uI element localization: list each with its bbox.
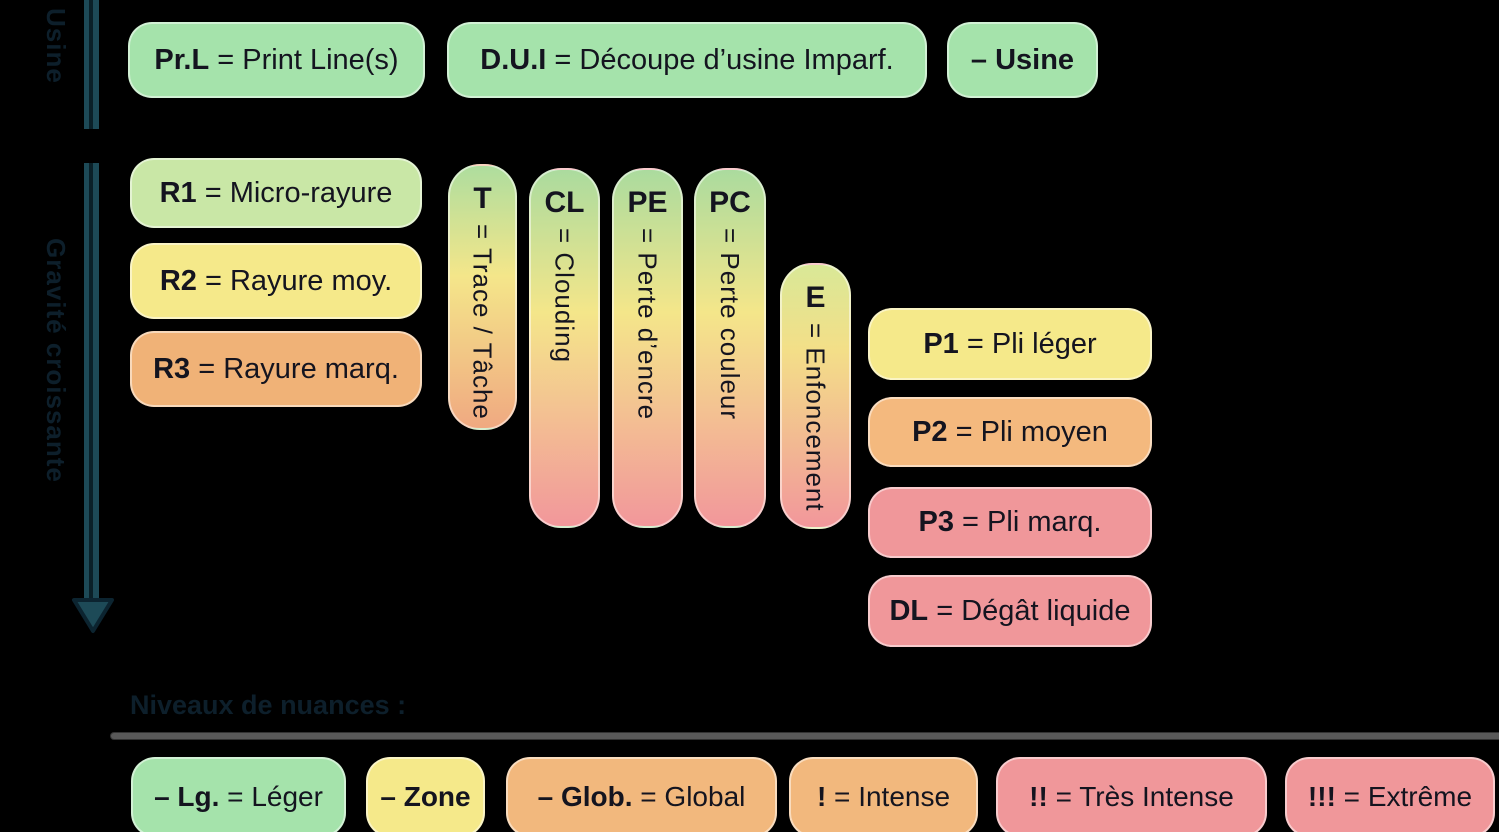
badge-desc: = Pli léger — [958, 327, 1097, 360]
badge-desc: = Pli marq. — [954, 506, 1102, 538]
nuances-heading: Niveaux de nuances : — [130, 690, 407, 720]
badge-desc: = Léger — [219, 781, 323, 812]
arrow-down-icon — [72, 598, 114, 633]
pill-desc: = Enfoncement — [800, 323, 831, 512]
badge-code: Pr.L — [154, 43, 210, 76]
badge-desc: = Dégât liquide — [928, 594, 1131, 627]
badge-code: R2 — [159, 264, 197, 297]
badge-nuance-global: – Glob. = Global — [506, 757, 777, 832]
severity-rail-label: Gravité croissante — [41, 238, 71, 483]
pill-desc: = Clouding — [549, 228, 580, 364]
pill-enfoncement: E = Enfoncement — [780, 263, 851, 529]
badge-nuance-extreme: !!! = Extrême — [1285, 757, 1495, 832]
badge-desc: = Micro-rayure — [196, 176, 393, 209]
badge-nuance-tres-intense: !! = Très Intense — [996, 757, 1267, 832]
badge-desc: = Global — [632, 781, 746, 812]
badge-code: – Usine — [970, 43, 1075, 76]
badge-desc: = Découpe d’usine Imparf. — [546, 43, 894, 76]
pill-code: E — [805, 281, 826, 314]
pill-perte-couleur: PC = Perte couleur — [694, 168, 766, 528]
pill-code: PC — [709, 186, 751, 219]
badge-print-line: Pr.L = Print Line(s) — [128, 22, 425, 98]
badge-usine: – Usine — [947, 22, 1098, 98]
badge-code: P3 — [918, 506, 954, 538]
badge-code: DL — [889, 594, 929, 627]
badge-p3-pli-marque: P3 = Pli marq. — [868, 487, 1152, 558]
badge-desc: = Rayure marq. — [190, 352, 399, 385]
badge-p2-pli-moyen: P2 = Pli moyen — [868, 397, 1152, 467]
pill-code: PE — [627, 186, 668, 219]
badge-desc: = Rayure moy. — [196, 264, 393, 297]
badge-code: – Glob. — [537, 781, 633, 812]
badge-r1-micro-rayure: R1 = Micro-rayure — [130, 158, 422, 228]
section-divider — [110, 732, 1499, 740]
badge-desc: = Pli moyen — [947, 415, 1108, 448]
badge-code: R1 — [159, 176, 197, 209]
pill-desc: = Trace / Tâche — [467, 224, 498, 420]
factory-rail-label: Usine — [41, 8, 71, 84]
badge-code: !!! — [1307, 781, 1336, 812]
badge-code: !! — [1029, 781, 1048, 812]
pill-perte-encre: PE = Perte d’encre — [612, 168, 683, 528]
badge-p1-pli-leger: P1 = Pli léger — [868, 308, 1152, 380]
factory-rail-line — [84, 0, 99, 129]
pill-desc: = Perte couleur — [715, 228, 745, 421]
badge-code: R3 — [153, 352, 191, 385]
badge-code: – Zone — [380, 781, 471, 812]
pill-trace-tache: T = Trace / Tâche — [448, 164, 517, 430]
badge-code: ! — [816, 781, 827, 812]
pill-desc: = Perte d’encre — [632, 228, 663, 421]
badge-code: P1 — [923, 327, 959, 360]
badge-desc: = Très Intense — [1047, 781, 1234, 812]
badge-code: P2 — [912, 415, 948, 448]
badge-r2-rayure-moyenne: R2 = Rayure moy. — [130, 243, 422, 319]
badge-nuance-leger: – Lg. = Léger — [131, 757, 346, 832]
badge-desc: = Extrême — [1335, 781, 1473, 812]
badge-desc: = Intense — [826, 781, 951, 812]
badge-code: D.U.I — [480, 43, 547, 76]
pill-code: CL — [544, 186, 585, 219]
severity-rail-line — [84, 163, 99, 600]
badge-decoupe-usine: D.U.I = Découpe d’usine Imparf. — [447, 22, 927, 98]
badge-code: – Lg. — [154, 781, 220, 812]
badge-r3-rayure-marquee: R3 = Rayure marq. — [130, 331, 422, 407]
pill-code: T — [473, 182, 492, 215]
badge-dl-degat-liquide: DL = Dégât liquide — [868, 575, 1152, 647]
badge-nuance-intense: ! = Intense — [789, 757, 978, 832]
pill-clouding: CL = Clouding — [529, 168, 600, 528]
badge-desc: = Print Line(s) — [209, 43, 399, 76]
badge-nuance-zone: – Zone — [366, 757, 485, 832]
